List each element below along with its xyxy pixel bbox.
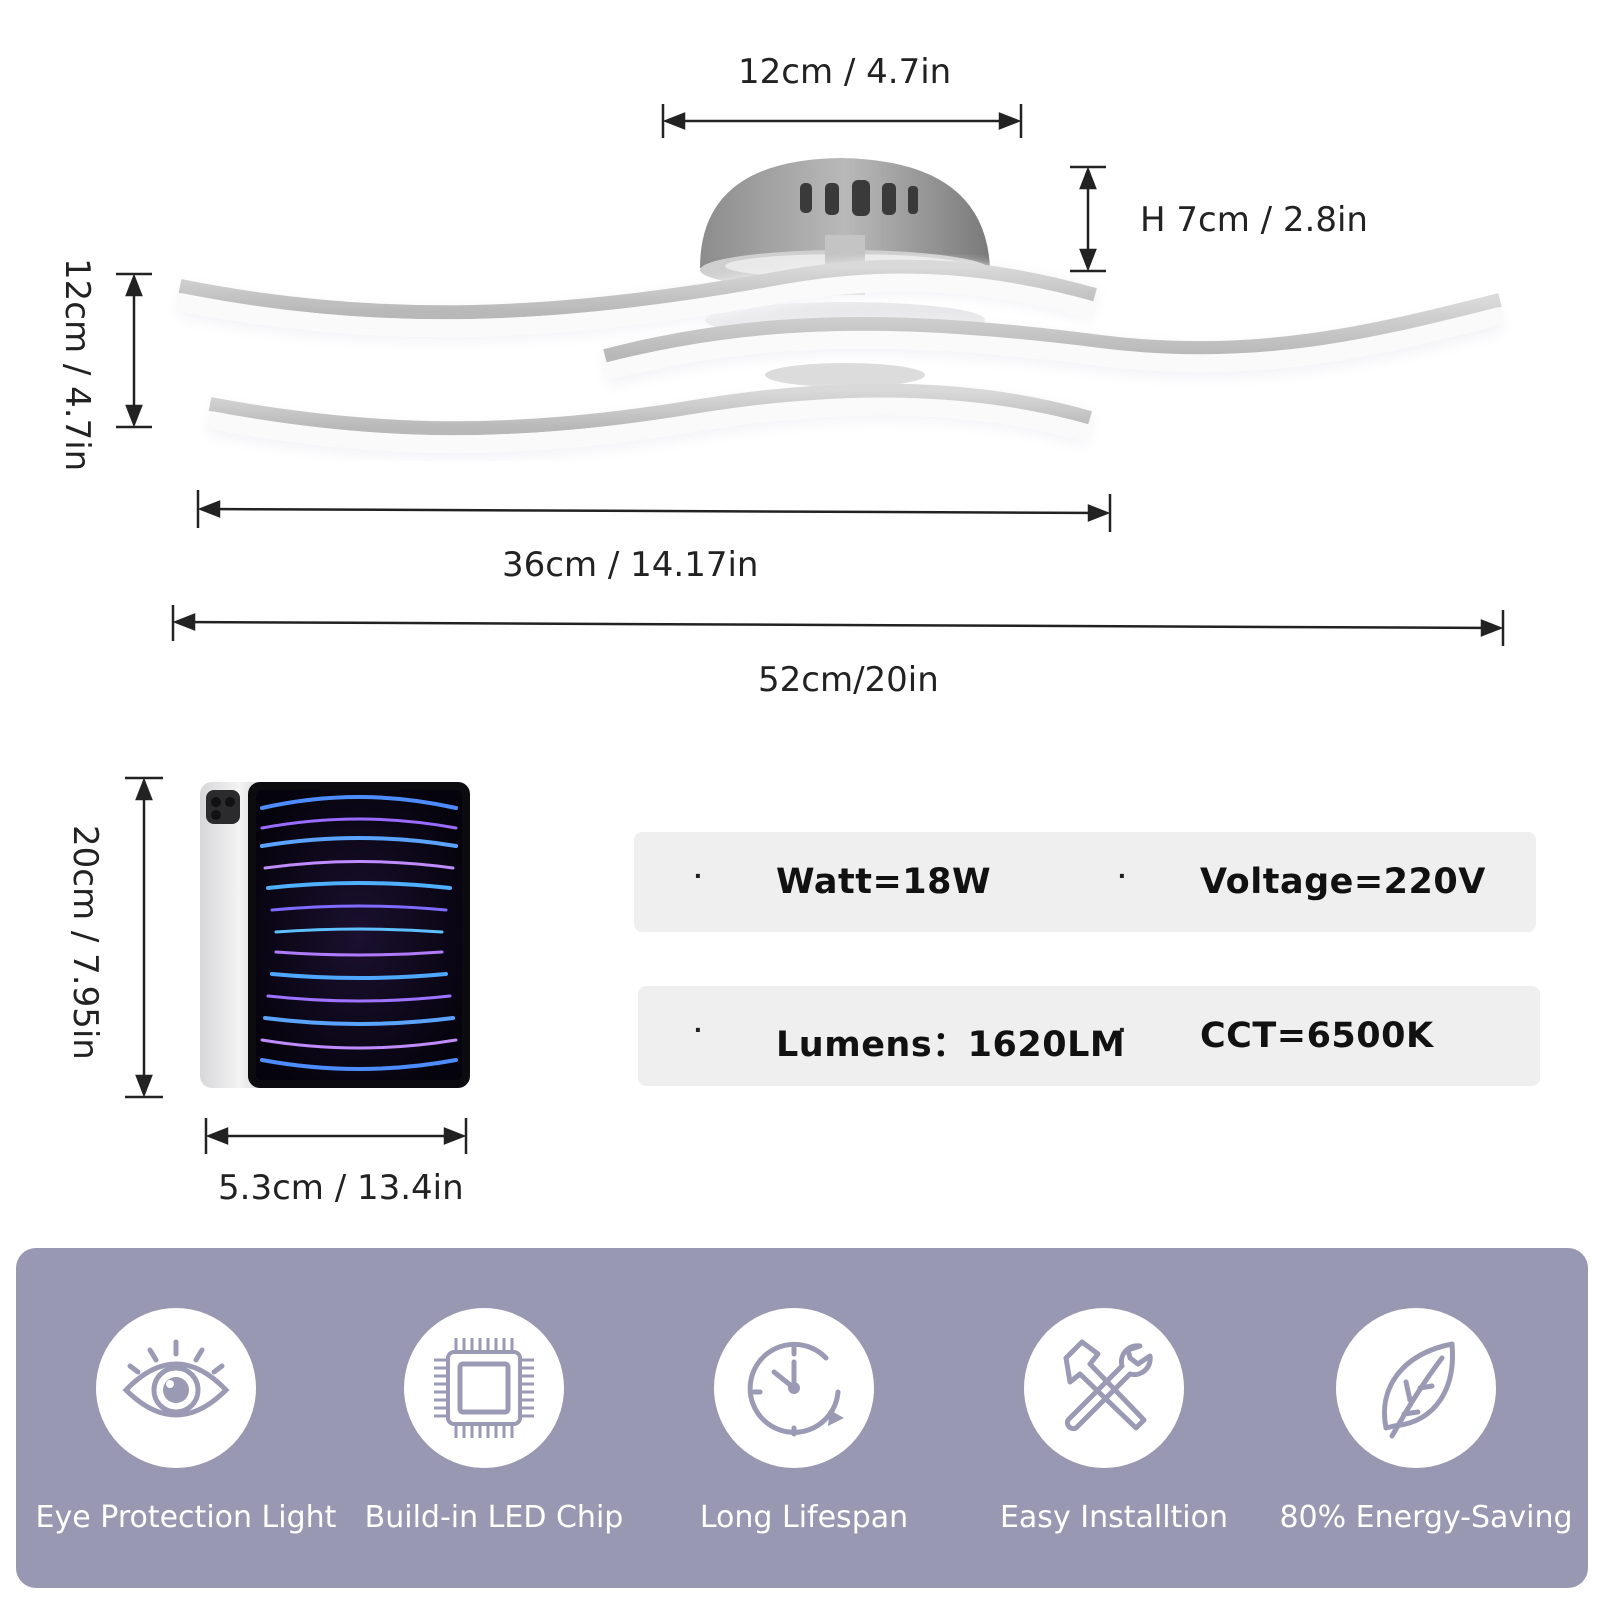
feature-easy-installation: Easy Installtion bbox=[964, 1248, 1264, 1588]
feature-label: 80% Energy-Saving bbox=[1279, 1500, 1573, 1535]
inner-length-label: 36cm / 14.17in bbox=[502, 545, 759, 585]
feature-led-chip: Build-in LED Chip bbox=[344, 1248, 644, 1588]
voltage-value: Voltage=220V bbox=[1200, 862, 1486, 902]
lamp-wave-bar bbox=[206, 383, 1095, 460]
feature-label: Easy Installtion bbox=[999, 1500, 1229, 1535]
bullet: · bbox=[1118, 1014, 1128, 1045]
feature-icon-circle bbox=[1024, 1308, 1184, 1468]
spec-row-power: · Watt=18W · Voltage=220V bbox=[634, 832, 1536, 932]
feature-panel: Eye Protection Light Build-in LED Chip bbox=[16, 1248, 1588, 1588]
feature-eye-protection: Eye Protection Light bbox=[36, 1248, 336, 1588]
clock-icon bbox=[747, 1341, 844, 1437]
bullet: · bbox=[694, 860, 704, 891]
feature-icon-circle bbox=[96, 1308, 256, 1468]
feature-long-lifespan: Long Lifespan bbox=[654, 1248, 954, 1588]
cct-value: CCT=6500K bbox=[1200, 1016, 1434, 1056]
tablet-width-label: 5.3cm / 13.4in bbox=[218, 1168, 464, 1208]
depth-label: 12cm / 4.7in bbox=[57, 258, 97, 472]
feature-energy-saving: 80% Energy-Saving bbox=[1276, 1248, 1576, 1588]
tablet-dimension-arrows bbox=[125, 776, 468, 1154]
feature-label: Long Lifespan bbox=[699, 1500, 909, 1535]
tools-icon bbox=[1063, 1339, 1153, 1432]
lumens-value: Lumens：1620LM bbox=[776, 1025, 1126, 1065]
lamp-wave-bar bbox=[600, 293, 1505, 387]
feature-label: Build-in LED Chip bbox=[364, 1500, 624, 1535]
feature-label: Eye Protection Light bbox=[35, 1500, 337, 1535]
watt-value: Watt=18W bbox=[776, 862, 992, 902]
bullet: · bbox=[1118, 860, 1128, 891]
bullet: · bbox=[694, 1014, 704, 1045]
leaf-icon bbox=[1382, 1341, 1455, 1439]
feature-icon-circle bbox=[714, 1308, 874, 1468]
base-width-label: 12cm / 4.7in bbox=[738, 52, 952, 92]
lamp-wave-bar bbox=[176, 259, 1100, 343]
lamp-illustration bbox=[116, 104, 1505, 646]
total-length-label: 52cm/20in bbox=[758, 660, 939, 700]
feature-icon-circle bbox=[404, 1308, 564, 1468]
height-label: H 7cm / 2.8in bbox=[1140, 200, 1368, 240]
eye-icon bbox=[122, 1339, 230, 1418]
dimension-arrows bbox=[116, 104, 1505, 646]
chip-icon bbox=[434, 1338, 534, 1438]
tablet-height-label: 20cm / 7.95in bbox=[65, 825, 105, 1060]
feature-icon-circle bbox=[1336, 1308, 1496, 1468]
spec-row-light: · Lumens：1620LM · CCT=6500K bbox=[638, 986, 1540, 1086]
tablet-illustration bbox=[200, 782, 470, 1088]
